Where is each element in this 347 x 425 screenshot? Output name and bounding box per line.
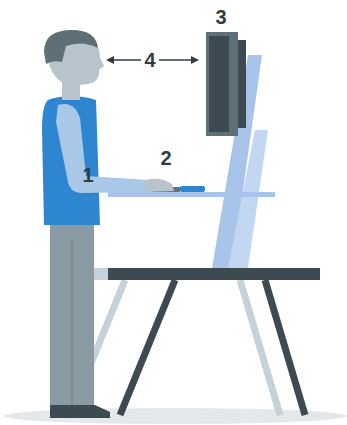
table-leg xyxy=(265,280,305,415)
callout-number: 3 xyxy=(215,6,226,28)
person-legs xyxy=(50,220,94,410)
callout-number: 1 xyxy=(82,164,93,186)
arrow-head xyxy=(106,56,114,64)
callout-number: 2 xyxy=(160,147,171,169)
arrow-head xyxy=(191,56,199,64)
person-hair xyxy=(44,30,98,64)
person-hand xyxy=(146,179,174,192)
riser-panel xyxy=(228,130,268,268)
callout-number: 4 xyxy=(144,49,155,71)
monitor-frame xyxy=(206,32,238,136)
table-leg xyxy=(120,280,175,415)
mouse-pad xyxy=(180,186,205,192)
monitor-screen xyxy=(209,36,229,132)
person-arm xyxy=(56,104,150,193)
label-backdrop xyxy=(141,50,159,70)
person-shoes xyxy=(50,405,110,418)
table-top xyxy=(108,268,320,280)
leg-seam xyxy=(71,240,73,405)
keyboard-shelf xyxy=(108,192,275,197)
